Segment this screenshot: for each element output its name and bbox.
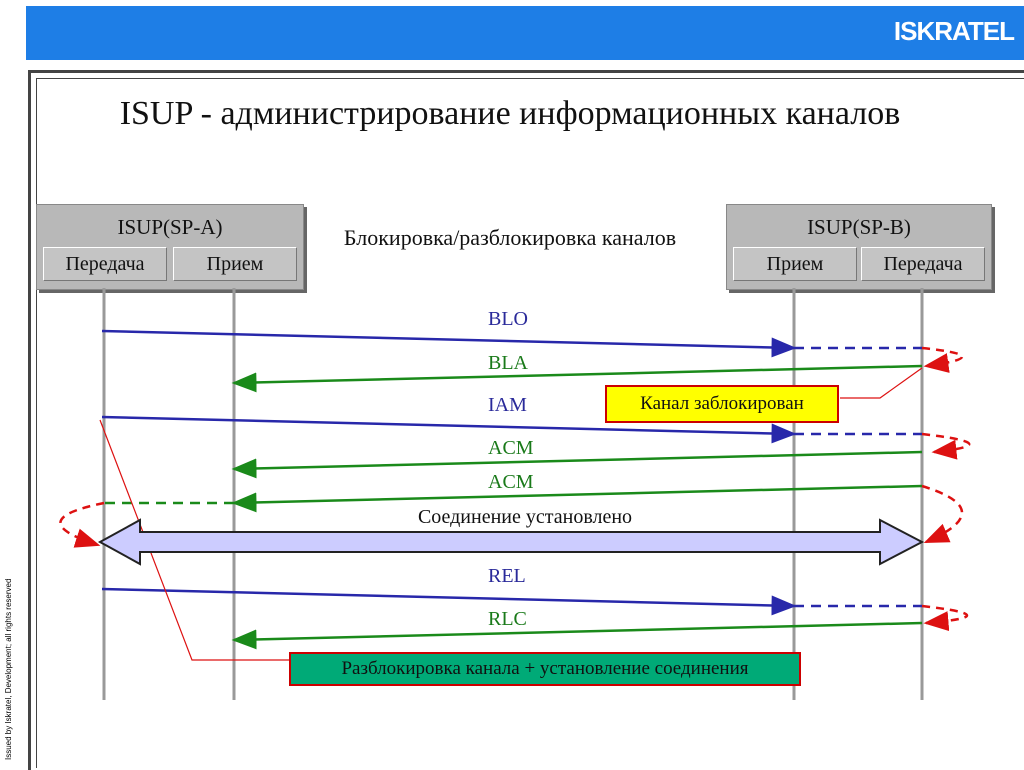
arrow-iam	[101, 415, 797, 444]
msg-rel: REL	[488, 565, 526, 587]
slide-frame	[28, 70, 1024, 770]
node-sp-a-receive: Прием	[173, 247, 297, 281]
node-sp-b-transmit: Передача	[861, 247, 985, 281]
diagram-subtitle: Блокировка/разблокировка каналов	[343, 225, 677, 250]
arrow-acm-2	[231, 484, 923, 513]
node-sp-a: ISUP(SP-A) Передача Прием	[36, 204, 304, 290]
arrow-acm-1	[231, 450, 923, 479]
node-sp-a-transmit: Передача	[43, 247, 167, 281]
loop-arrow-connection-right	[921, 484, 964, 544]
pointer-unblock	[99, 419, 289, 661]
msg-rlc: RLC	[488, 608, 527, 630]
slide-frame-inner	[36, 78, 1024, 768]
loop-arrow-bla	[921, 346, 964, 373]
node-sp-b-title: ISUP(SP-B)	[807, 215, 911, 239]
msg-bla: BLA	[488, 352, 528, 374]
label-connection-established: Соединение установлено	[417, 506, 633, 528]
loop-arrow-acm	[921, 432, 971, 460]
node-sp-b: ISUP(SP-B) Прием Передача	[726, 204, 992, 290]
label-unblock-connect: Разблокировка канала + установление соед…	[289, 652, 801, 686]
msg-blo: BLO	[488, 308, 528, 330]
msg-acm-2: ACM	[488, 471, 534, 493]
slide-title: ISUP - администрирование информационных …	[119, 95, 901, 132]
company-logo: ISKRATEL	[893, 16, 1015, 46]
msg-iam: IAM	[488, 394, 527, 416]
header-bar: ISKRATEL	[26, 6, 1024, 60]
label-channel-blocked: Канал заблокирован	[605, 385, 839, 423]
arrow-bla	[231, 364, 923, 393]
lifelines	[102, 288, 924, 700]
node-sp-a-title: ISUP(SP-A)	[117, 215, 223, 239]
loop-arrow-rlc	[921, 604, 969, 632]
node-sp-b-receive: Прием	[733, 247, 857, 281]
connection-double-arrow	[97, 518, 925, 566]
arrow-blo	[101, 329, 797, 358]
arrow-rlc	[231, 621, 923, 650]
loop-arrow-connection-left	[59, 501, 105, 548]
msg-acm-1: ACM	[488, 437, 534, 459]
pointer-blocked	[840, 367, 923, 399]
arrow-rel	[101, 587, 797, 616]
